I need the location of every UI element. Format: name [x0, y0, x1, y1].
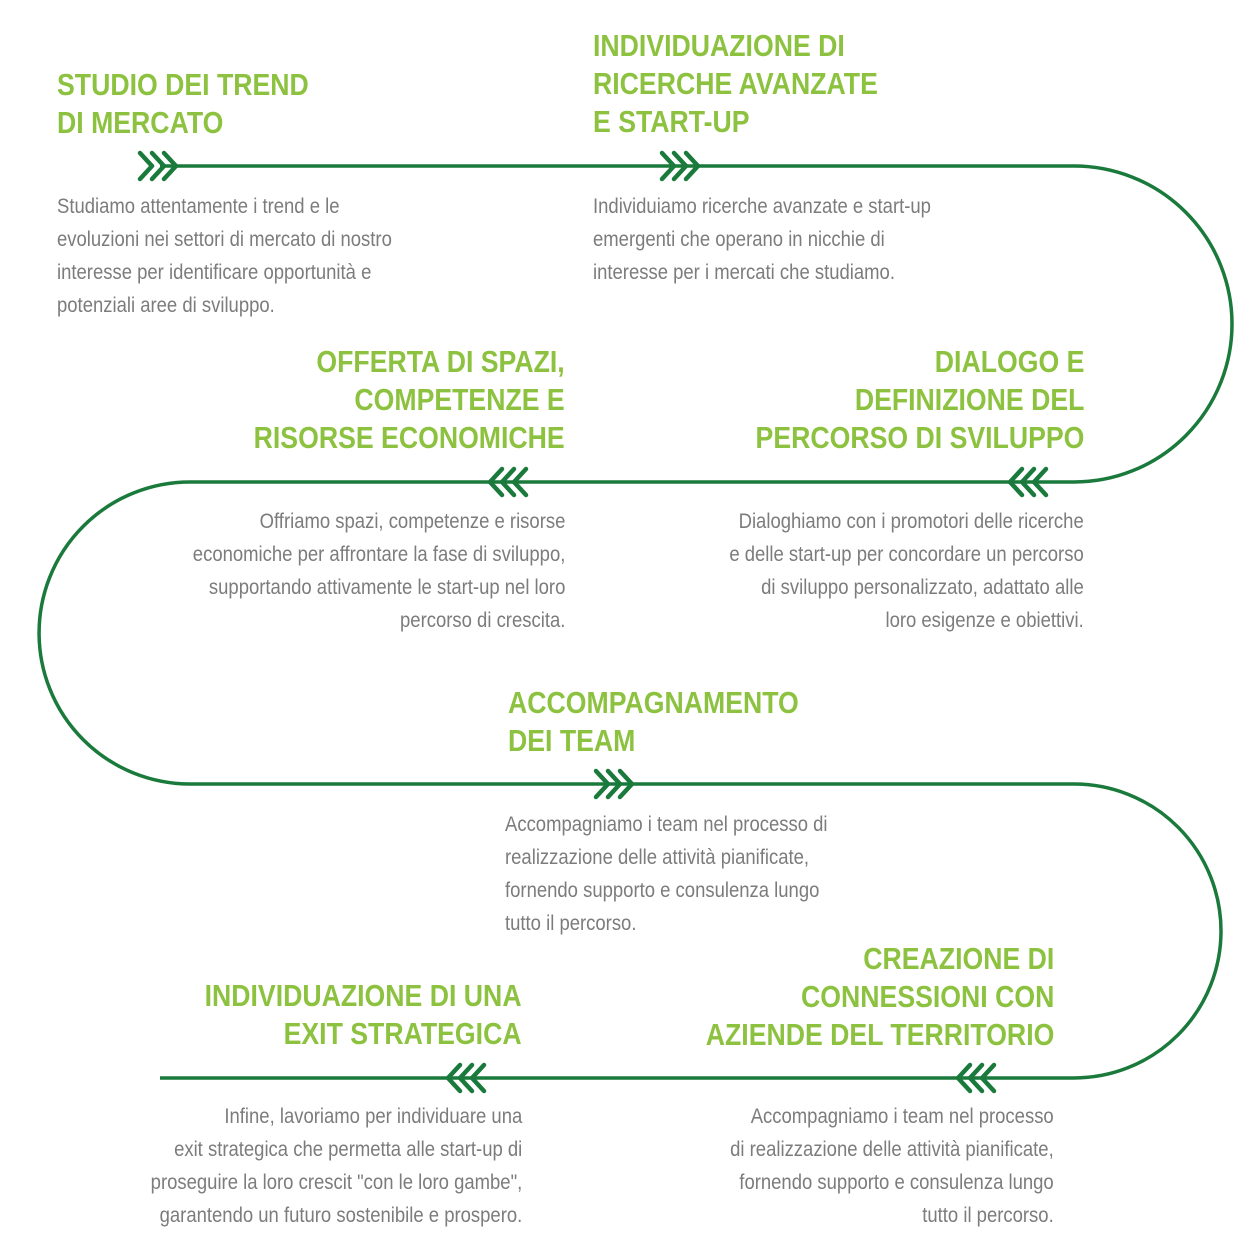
step-2-description: Individuiamo ricerche avanzate e start-u…: [593, 195, 931, 284]
step-6-title: CREAZIONE DI CONNESSIONI CON AZIENDE DEL…: [705, 941, 1054, 1052]
step-5-title: ACCOMPAGNAMENTO DEI TEAM: [508, 685, 799, 758]
step-3-description: Dialoghiamo con i promotori delle ricerc…: [729, 510, 1084, 632]
step-1-description: Studiamo attentamente i trend e le evolu…: [57, 195, 392, 317]
step-6-description: Accompagniamo i team nel processo di rea…: [730, 1105, 1054, 1227]
step-2-title: INDIVIDUAZIONE DI RICERCHE AVANZATE E ST…: [593, 28, 878, 139]
chevron-left-icon: [487, 466, 529, 498]
step-4-title: OFFERTA DI SPAZI, COMPETENZE E RISORSE E…: [253, 344, 565, 455]
step-1-title: STUDIO DEI TREND DI MERCATO: [57, 67, 309, 140]
serpentine-path-line: [37, 164, 1234, 1080]
chevron-left-icon: [955, 1062, 997, 1094]
chevron-right-icon: [137, 150, 179, 182]
step-7-description: Infine, lavoriamo per individuare una ex…: [150, 1105, 523, 1227]
chevron-left-icon: [445, 1062, 487, 1094]
chevron-left-icon: [1007, 466, 1049, 498]
chevron-right-icon: [593, 768, 635, 800]
step-5-description: Accompagniamo i team nel processo di rea…: [505, 813, 828, 935]
step-3-title: DIALOGO E DEFINIZIONE DEL PERCORSO DI SV…: [755, 344, 1084, 455]
step-4-description: Offriamo spazi, competenze e risorse eco…: [192, 510, 565, 632]
chevron-right-icon: [659, 150, 701, 182]
step-7-title: INDIVIDUAZIONE DI UNA EXIT STRATEGICA: [205, 978, 522, 1051]
